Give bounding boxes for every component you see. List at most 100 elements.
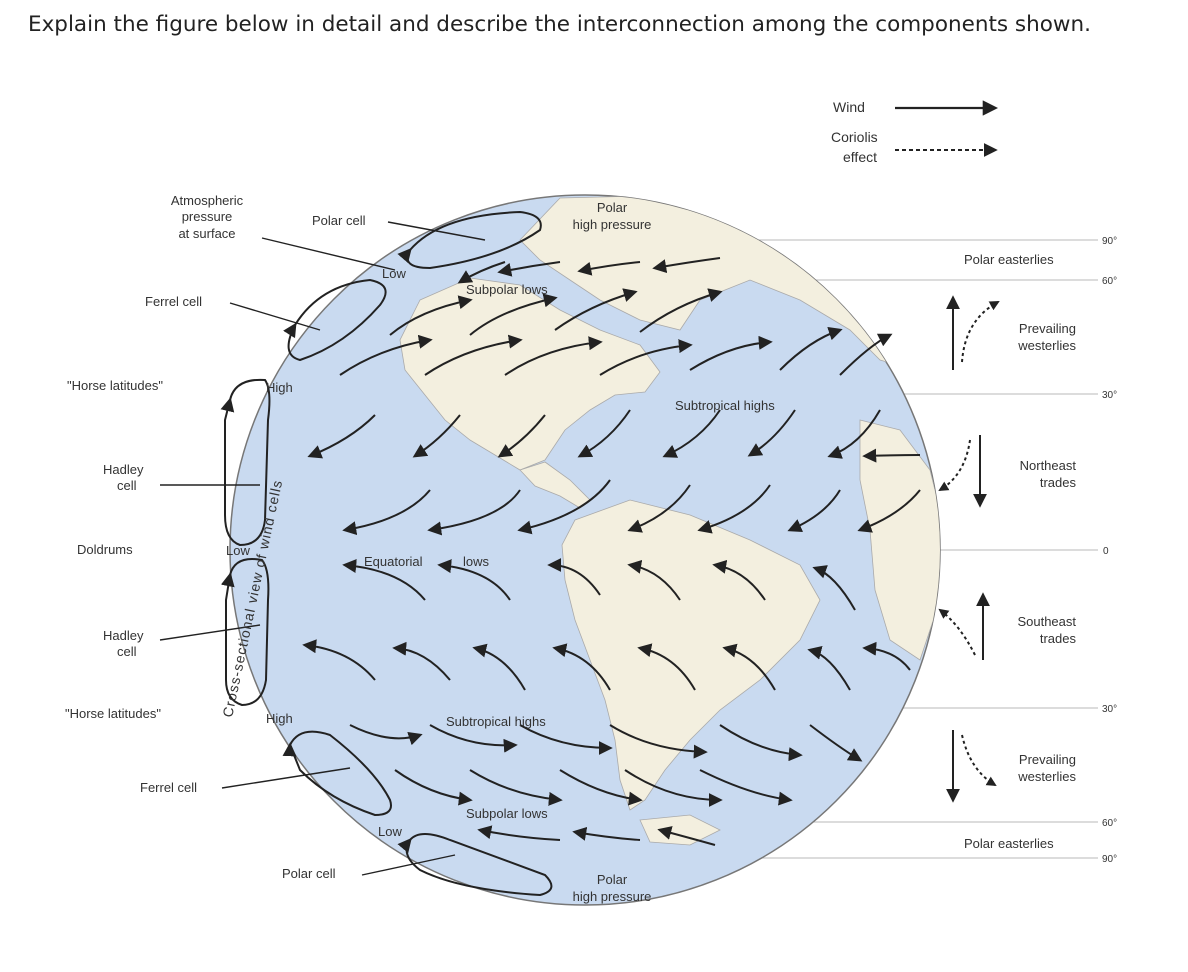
svg-text:Polar: Polar (597, 200, 628, 215)
globe (229, 194, 941, 906)
land-south-america (561, 499, 821, 811)
wind-arrow (302, 639, 376, 681)
svg-text:Prevailing: Prevailing (1019, 321, 1076, 336)
svg-text:Low: Low (226, 543, 250, 558)
wind-arrow (547, 558, 601, 596)
westerlies-top-coriolis (961, 301, 1000, 363)
wind-arrow (857, 489, 921, 533)
svg-text:Equatorial: Equatorial (364, 554, 423, 569)
right-labels: Polar easterlies Prevailing westerlies N… (964, 252, 1076, 851)
svg-text:pressure: pressure (182, 209, 233, 224)
wind-arrow (477, 825, 561, 841)
wind-arrow (497, 261, 561, 277)
wind-arrow (342, 559, 426, 601)
wind-arrow (577, 261, 641, 276)
svg-text:Subpolar lows: Subpolar lows (466, 806, 548, 821)
svg-text:30°: 30° (1102, 704, 1117, 715)
svg-text:cell: cell (117, 644, 137, 659)
wind-arrow (697, 484, 771, 534)
svg-text:Northeast: Northeast (1020, 458, 1077, 473)
wind-arrow (349, 724, 423, 746)
wind-arrow (389, 295, 473, 336)
legend-coriolis-label: Coriolis (831, 129, 878, 145)
wind-arrow (699, 769, 793, 806)
wind-arrow (469, 293, 558, 336)
wind-arrow (662, 409, 721, 458)
svg-text:Polar: Polar (597, 872, 628, 887)
wind-arrow (839, 333, 893, 376)
ferrel-cell-top-loop (289, 278, 387, 362)
wind-arrow (577, 409, 631, 458)
wind-arrow (424, 334, 523, 376)
globe-labels: Polar high pressure Subpolar lows Subtro… (364, 200, 775, 904)
wind-arrow (747, 409, 796, 457)
svg-text:westerlies: westerlies (1017, 338, 1076, 353)
wind-arrow (504, 336, 603, 376)
svg-text:Hadley: Hadley (103, 462, 144, 477)
wind-arrow (862, 641, 911, 671)
wind-arrow (719, 724, 803, 762)
wind-arrow (339, 334, 433, 376)
wind-arrow (639, 288, 723, 333)
land-africa-edge (859, 419, 940, 661)
wind-arrow (394, 769, 473, 806)
svg-text:Polar easterlies: Polar easterlies (964, 252, 1054, 267)
svg-text:Polar easterlies: Polar easterlies (964, 836, 1054, 851)
svg-text:90°: 90° (1102, 854, 1117, 865)
svg-text:90°: 90° (1102, 236, 1117, 247)
wind-arrow (412, 414, 461, 458)
wind-arrow (342, 489, 431, 536)
svg-text:Ferrel cell: Ferrel cell (140, 780, 197, 795)
wind-arrow (624, 769, 723, 807)
leader-lines (159, 221, 486, 876)
wind-arrow (469, 769, 563, 806)
wind-arrow (609, 724, 708, 759)
latitude-labels: 90° 60° 30° 0 30° 60° 90° (1102, 236, 1117, 865)
wind-arrow (497, 414, 546, 458)
svg-text:Subpolar lows: Subpolar lows (466, 282, 548, 297)
wind-arrow (652, 257, 721, 274)
wind-arrows (302, 257, 921, 846)
svg-text:at surface: at surface (178, 226, 235, 241)
wind-arrow (554, 288, 638, 331)
wind-arrow (627, 484, 691, 533)
wind-arrow (712, 559, 766, 601)
wind-cells (225, 210, 553, 897)
wind-arrow (657, 826, 716, 846)
svg-text:Atmospheric: Atmospheric (171, 193, 244, 208)
wind-arrow (307, 414, 376, 459)
svg-text:High: High (266, 380, 293, 395)
wind-arrow (637, 643, 696, 691)
wind-arrow (572, 826, 641, 841)
svg-text:Southeast: Southeast (1017, 614, 1076, 629)
pressure-labels: Low High Low High Low (226, 266, 406, 839)
wind-arrow (437, 559, 511, 601)
svg-text:High: High (266, 711, 293, 726)
wind-arrow (779, 326, 843, 371)
svg-text:Low: Low (382, 266, 406, 281)
polar-cell-top-loop (408, 210, 542, 270)
svg-text:Polar cell: Polar cell (312, 213, 366, 228)
svg-text:trades: trades (1040, 475, 1077, 490)
wind-arrow (552, 643, 611, 691)
hadley-cell-bot-loop (226, 558, 270, 707)
legend: Wind Coriolis effect (831, 99, 999, 165)
legend-wind-label: Wind (833, 99, 865, 115)
svg-text:cell: cell (117, 478, 137, 493)
svg-text:high pressure: high pressure (573, 889, 652, 904)
svg-text:30°: 30° (1102, 390, 1117, 401)
wind-arrow (427, 489, 521, 536)
svg-text:Subtropical highs: Subtropical highs (675, 398, 775, 413)
hadley-cell-top-loop (225, 378, 271, 547)
svg-text:Low: Low (378, 824, 402, 839)
westerlies-bot-coriolis (961, 734, 997, 787)
svg-text:60°: 60° (1102, 276, 1117, 287)
wind-arrow (429, 724, 518, 753)
question-text: Explain the figure below in detail and d… (28, 12, 1091, 37)
svg-text:high pressure: high pressure (573, 217, 652, 232)
svg-text:Doldrums: Doldrums (77, 542, 133, 557)
svg-text:Polar cell: Polar cell (282, 866, 336, 881)
wind-arrow (627, 559, 681, 601)
svg-text:"Horse latitudes": "Horse latitudes" (65, 706, 161, 721)
